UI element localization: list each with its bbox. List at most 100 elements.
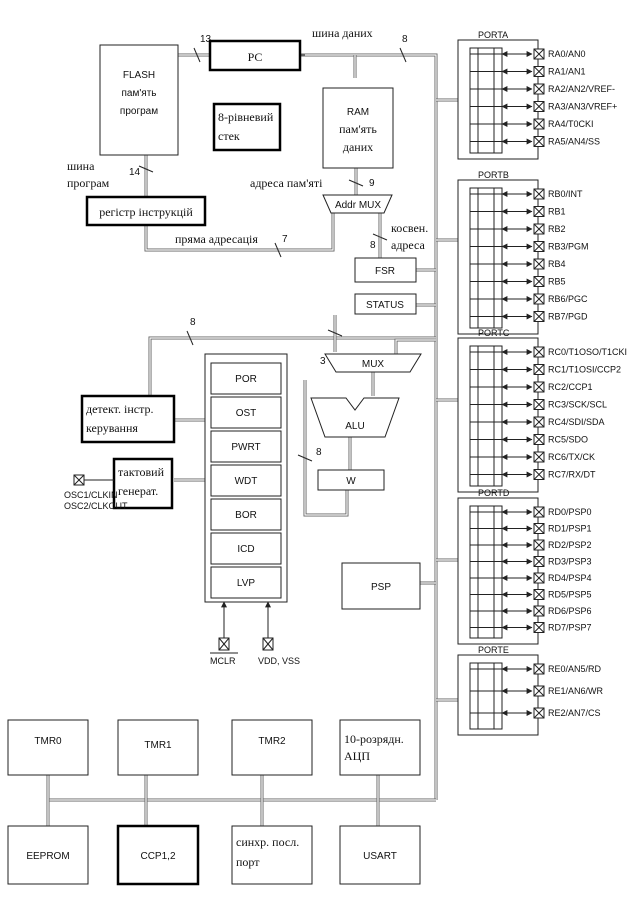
control-cell-label: POR [235,374,257,385]
program-bus-label: шина програм [67,159,110,190]
control-cell-label: PWRT [231,442,260,453]
svg-text:генерат.: генерат. [118,484,158,498]
port-name: PORTA [478,30,508,40]
pin-label: RD5/PSP5 [548,590,592,600]
decoder-block: детект. інстр. керування [80,394,176,444]
control-cell-icd: ICD [210,532,282,565]
width-direct: 7 [282,234,288,245]
pin-label: RB5 [548,277,566,287]
port-name: PORTE [478,645,509,655]
pin-re0: RE0/AN5/RD [533,663,602,675]
pin-label: RC0/T1OSO/T1CKI [548,347,627,357]
alu-block: ALU [310,397,400,438]
pin-rb7: RB7/PGD [533,311,588,322]
osc-pins: OSC1/CLKIN OSC2/CLKOUT [64,474,128,511]
control-cell-label: BOR [235,510,257,521]
pin-label: RC3/SCK/SCL [548,400,607,410]
control-cells: POR OST PWRT WDT BOR ICD LVP [210,362,282,599]
pin-rc4: RC4/SDI/SDA [533,416,605,428]
fsr-block: FSR [354,257,417,283]
instr-register-block: регістр інструкцій [85,195,207,227]
pin-label: RA5/AN4/SS [548,137,600,147]
control-cell-label: WDT [235,476,258,487]
control-cell-label: ICD [237,544,254,555]
status-block: STATUS [354,293,417,315]
flash-block: FLASH пам'ять програм [99,44,179,156]
svg-text:8-рівневий: 8-рівневий [218,110,274,124]
svg-text:косвен.: косвен. [391,221,428,235]
svg-text:MCLR: MCLR [210,656,236,666]
port-portb: PORTBRB0/INTRB1RB2RB3/PGMRB4RB5RB6/PGCRB… [457,170,589,335]
pin-label: RB7/PGD [548,312,588,322]
pin-re1: RE1/AN6/WR [533,685,604,697]
svg-text:порт: порт [236,855,260,869]
pin-ra4: RA4/T0CKI [533,118,594,130]
svg-text:OSC1/CLKIN: OSC1/CLKIN [64,490,118,500]
pin-rb1: RB1 [533,206,566,217]
svg-text:PC: PC [248,50,263,64]
pin-label: RB2 [548,224,566,234]
clock-block: тактовий генерат. [112,457,174,510]
width-mid: 8 [190,317,196,328]
width-ram-addr: 9 [369,178,375,189]
pin-re2: RE2/AN7/CS [533,707,601,719]
port-name: PORTD [478,488,510,498]
pin-rb2: RB2 [533,223,566,235]
svg-text:детект. інстр.: детект. інстр. [86,402,154,416]
svg-text:програм: програм [67,176,110,190]
pin-rb4: RB4 [533,258,566,270]
bus-width-marks [138,47,407,462]
control-cell-label: LVP [237,578,255,589]
direct-address-label: пряма адресація [175,232,258,246]
pin-rd6: RD6/PSP6 [533,605,592,617]
svg-text:регістр інструкцій: регістр інструкцій [99,205,193,219]
pin-ra3: RA3/AN3/VREF+ [533,101,617,112]
pin-ra1: RA1/AN1 [533,66,586,77]
pin-rd2: RD2/PSP2 [533,539,592,551]
pin-ra5: RA5/AN4/SS [533,136,600,147]
pin-label: RC4/SDI/SDA [548,417,605,427]
pin-rb0: RB0/INT [533,188,583,200]
pin-rb3: RB3/PGM [533,241,589,252]
pin-rc0: RC0/T1OSO/T1CKI [533,346,627,358]
pin-label: RD1/PSP1 [548,524,592,534]
pin-ra2: RA2/AN2/VREF- [533,83,615,95]
control-cell-lvp: LVP [210,566,282,599]
control-cell-label: OST [236,408,257,419]
pin-label: RC6/TX/CK [548,452,595,462]
pin-rd5: RD5/PSP5 [533,589,592,600]
pin-label: RC7/RX/DT [548,470,596,480]
peripherals-row-top: TMR0 TMR1 TMR2 10-розрядн. АЦП [7,719,421,776]
svg-text:тактовий: тактовий [118,465,165,479]
svg-text:Addr MUX: Addr MUX [335,200,381,211]
pin-rd1: RD1/PSP1 [533,523,592,534]
pin-label: RB1 [548,207,566,217]
pin-rc7: RC7/RX/DT [533,469,596,480]
indirect-address-label: косвен. адреса [391,221,428,252]
pin-label: RA1/AN1 [548,67,586,77]
ram-block: RAM пам'ять даних [322,87,394,169]
port-porte: PORTE RE0/AN5/RD RE1/AN6/WR RE2/AN7/CS [457,645,604,736]
mclr-pin: MCLR [210,601,238,666]
pin-label: RD6/PSP6 [548,606,592,616]
svg-text:EEPROM: EEPROM [26,851,69,862]
stack-block: 8-рівневий стек [212,102,282,152]
pin-rd3: RD3/PSP3 [533,556,592,567]
pin-label: RD2/PSP2 [548,540,592,550]
vdd-pin: VDD, VSS [258,601,300,666]
svg-text:синхр. посл.: синхр. посл. [236,835,299,849]
control-cell-por: POR [210,362,282,395]
pin-label: RD3/PSP3 [548,557,592,567]
svg-text:керування: керування [86,421,138,435]
svg-text:W: W [346,476,356,487]
pin-rc2: RC2/CCP1 [533,381,593,393]
pin-ra0: RA0/AN0 [533,48,586,60]
width-fsr: 8 [370,240,376,251]
pin-label: RD4/PSP4 [548,573,592,583]
pin-label: RD0/PSP0 [548,507,592,517]
width-pc: 13 [200,34,212,45]
svg-text:USART: USART [363,851,397,862]
pc-block: PC [208,39,302,72]
svg-text:FLASH: FLASH [123,70,155,81]
pin-label: RB6/PGC [548,294,588,304]
